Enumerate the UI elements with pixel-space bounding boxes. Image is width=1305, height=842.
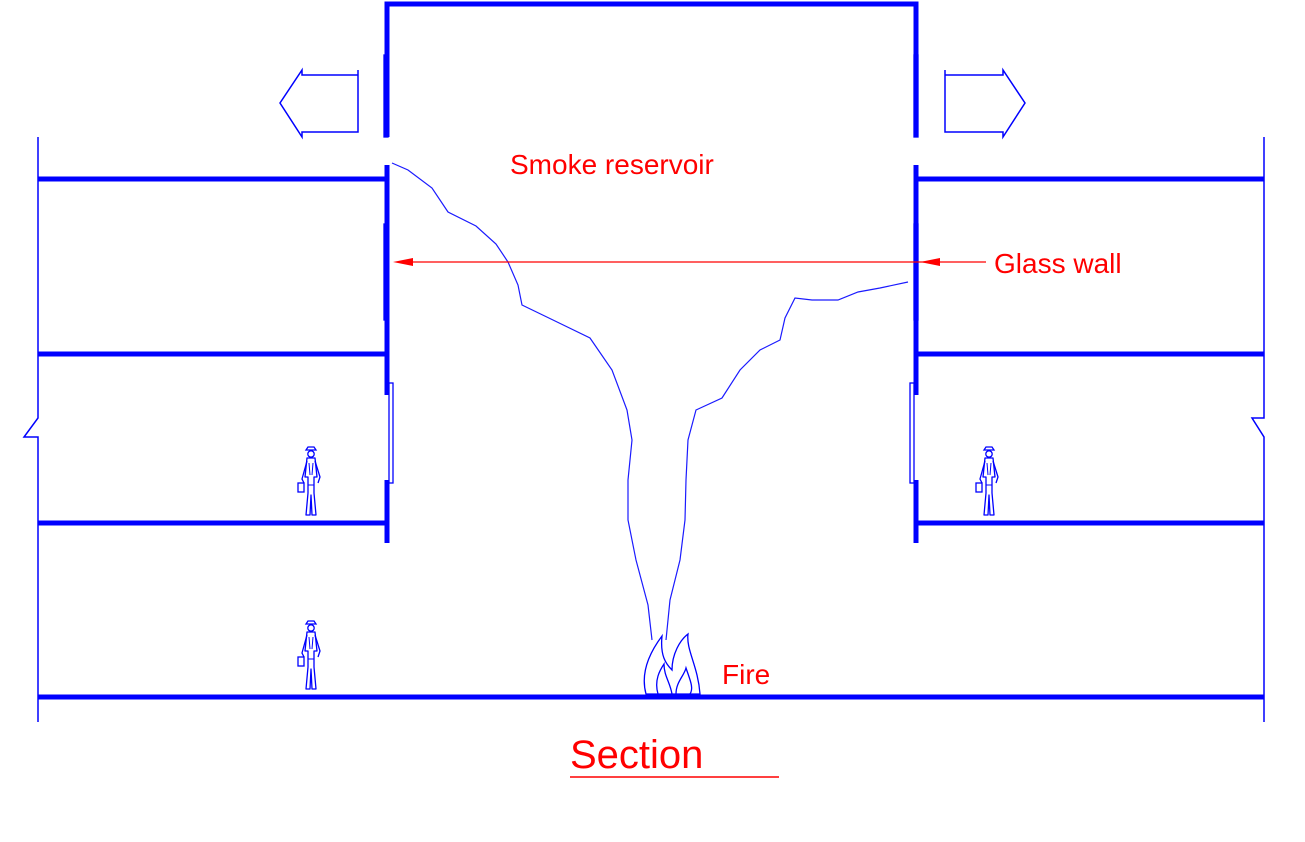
- right-lower-glass-panel: [909, 382, 915, 484]
- smoke-plume-left-edge: [391, 162, 653, 641]
- person-icon: [297, 620, 321, 690]
- fire-icon: [643, 632, 701, 695]
- fire-label: Fire: [722, 659, 770, 690]
- smoke-plume-right-edge: [665, 281, 909, 641]
- smoke-reservoir-label: Smoke reservoir: [510, 149, 714, 180]
- person-icon: [975, 446, 999, 516]
- left-glass-wall: [383, 223, 389, 321]
- left-boundary-line: [22, 137, 39, 722]
- right-glass-wall: [913, 223, 919, 321]
- person-icon: [297, 446, 321, 516]
- smoke-reservoir-outline: [384, 1, 919, 137]
- section-title: Section: [570, 733, 703, 777]
- left-arrowhead-icon: [393, 258, 413, 266]
- glass-wall-label: Glass wall: [994, 248, 1122, 279]
- right-upper-glass-panel: [913, 54, 919, 138]
- glass-panels: [383, 54, 919, 484]
- smoke-exhaust-arrow-icon: [279, 67, 359, 140]
- left-lower-glass-panel: [388, 382, 394, 484]
- glass-wall-leader: [393, 258, 986, 266]
- outer-boundaries: [22, 137, 1265, 722]
- floor-slabs: [38, 176, 1264, 700]
- smoke-exhaust-arrow-icon: [944, 67, 1026, 140]
- left-upper-glass-panel: [383, 54, 389, 138]
- right-boundary-line: [1250, 137, 1265, 722]
- smoke-plume: [391, 162, 909, 641]
- right-arrowhead-icon: [920, 258, 940, 266]
- atrium-walls: [384, 1, 919, 543]
